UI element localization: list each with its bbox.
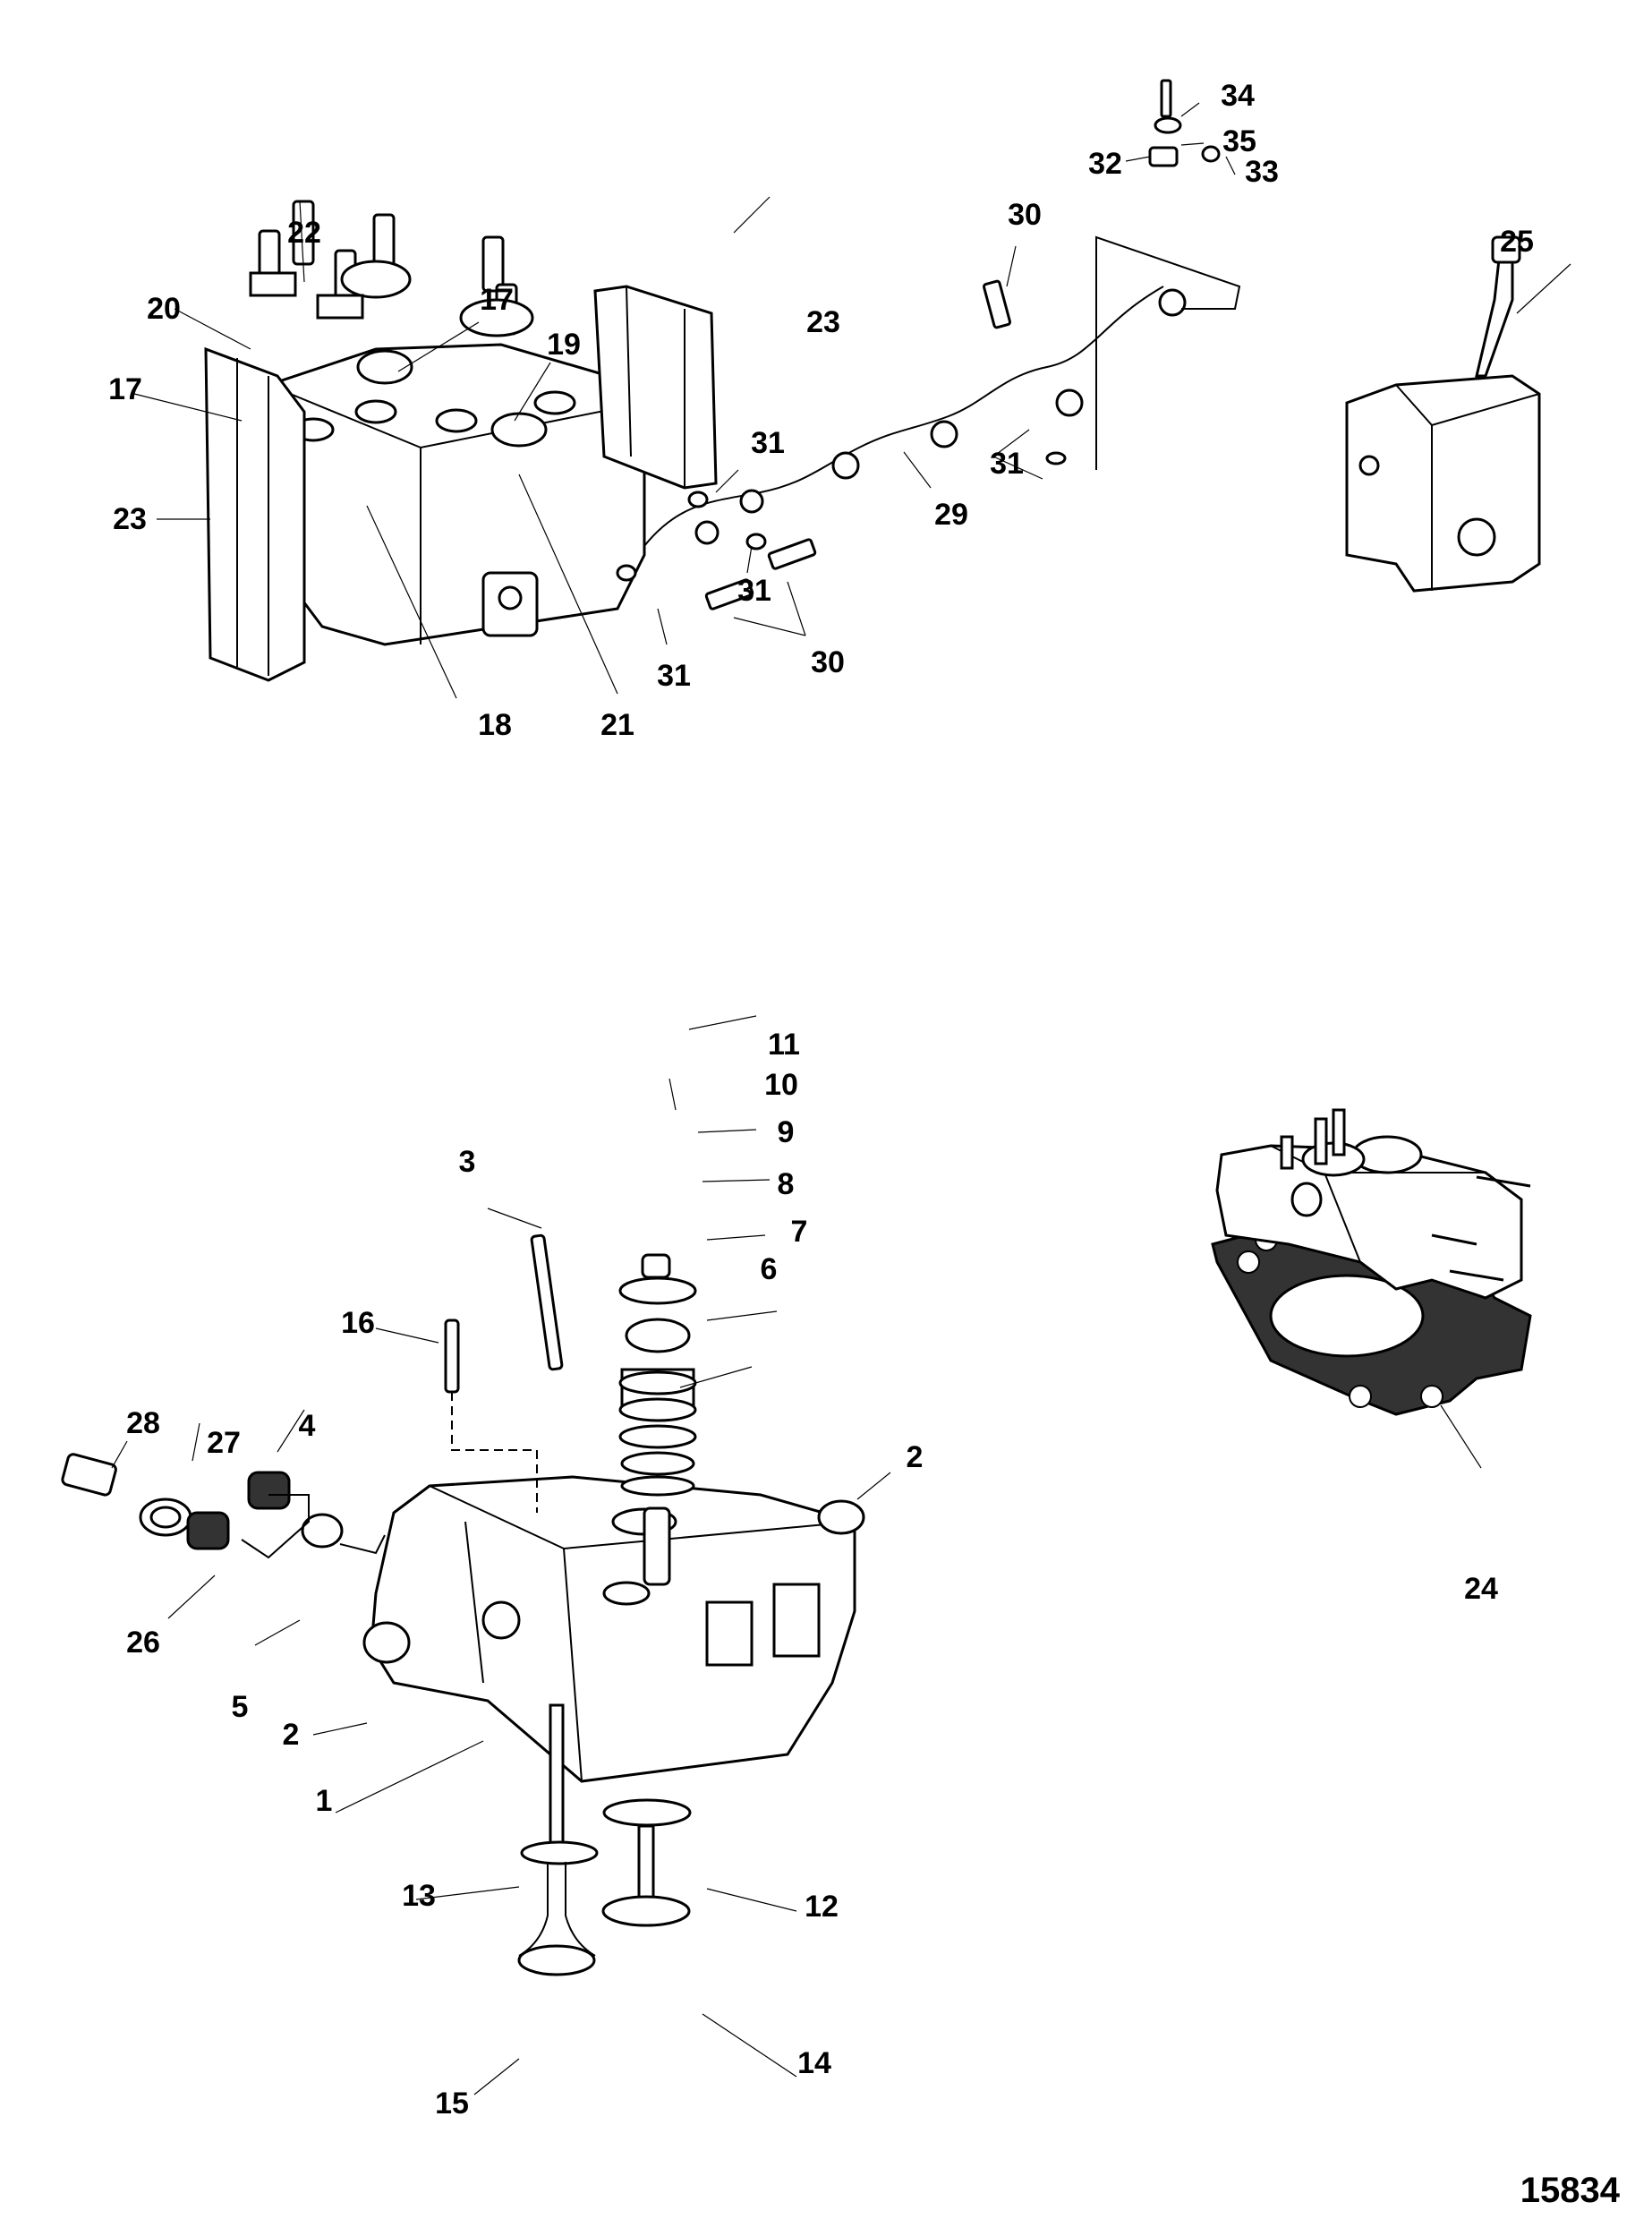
callout-19: 19 — [547, 328, 581, 362]
callout-25: 25 — [1500, 225, 1534, 259]
callout-32: 32 — [1088, 147, 1122, 181]
callout-13: 13 — [402, 1879, 436, 1913]
main-cylinder-head — [362, 1233, 865, 1976]
callout-2: 2 — [282, 1718, 300, 1752]
callout-24: 24 — [1464, 1572, 1498, 1606]
callout-12: 12 — [805, 1890, 839, 1924]
glow-plug-head-assembly — [1345, 235, 1571, 593]
callout-34: 34 — [1221, 79, 1255, 113]
callout-35: 35 — [1222, 124, 1256, 158]
leader-lines-lower — [111, 1015, 891, 2095]
callout-20: 20 — [147, 292, 181, 326]
callout-22: 22 — [287, 216, 321, 250]
callout-16: 16 — [341, 1306, 375, 1340]
callout-23: 23 — [806, 305, 840, 339]
callout-31: 31 — [737, 574, 771, 608]
callout-33: 33 — [1245, 155, 1279, 189]
callout-17: 17 — [108, 372, 142, 406]
callout-15: 15 — [435, 2087, 469, 2121]
callout-6: 6 — [760, 1252, 778, 1286]
head-gasket-assembly — [1211, 1108, 1532, 1469]
callout-21: 21 — [600, 708, 634, 742]
upper-head-assembly — [204, 200, 718, 682]
leader-lines-upper-left — [133, 196, 771, 699]
callout-31: 31 — [751, 426, 785, 460]
callout-4: 4 — [298, 1409, 316, 1443]
callout-1: 1 — [315, 1784, 333, 1818]
callout-11: 11 — [768, 1028, 800, 1062]
callout-31: 31 — [657, 659, 691, 693]
callout-27: 27 — [207, 1426, 241, 1460]
callout-30: 30 — [1008, 198, 1042, 232]
callout-31: 31 — [990, 447, 1024, 481]
callout-28: 28 — [126, 1406, 160, 1440]
callout-7: 7 — [790, 1215, 808, 1249]
callout-5: 5 — [231, 1690, 249, 1724]
callout-14: 14 — [797, 2046, 831, 2080]
callout-18: 18 — [478, 708, 512, 742]
callout-9: 9 — [777, 1115, 795, 1149]
callout-30: 30 — [811, 645, 845, 679]
figure-number: 15834 — [1520, 2171, 1620, 2210]
callout-2: 2 — [906, 1440, 924, 1474]
wiring-harness-assembly — [616, 79, 1241, 610]
callout-10: 10 — [764, 1068, 798, 1102]
callout-8: 8 — [777, 1167, 795, 1201]
plug-sensor-group — [61, 1453, 386, 1559]
callout-29: 29 — [934, 498, 968, 532]
callout-26: 26 — [126, 1626, 160, 1660]
callout-17: 17 — [480, 283, 514, 317]
leader-lines-harness — [657, 102, 1236, 645]
callout-23: 23 — [113, 502, 147, 536]
callout-3: 3 — [458, 1145, 476, 1179]
